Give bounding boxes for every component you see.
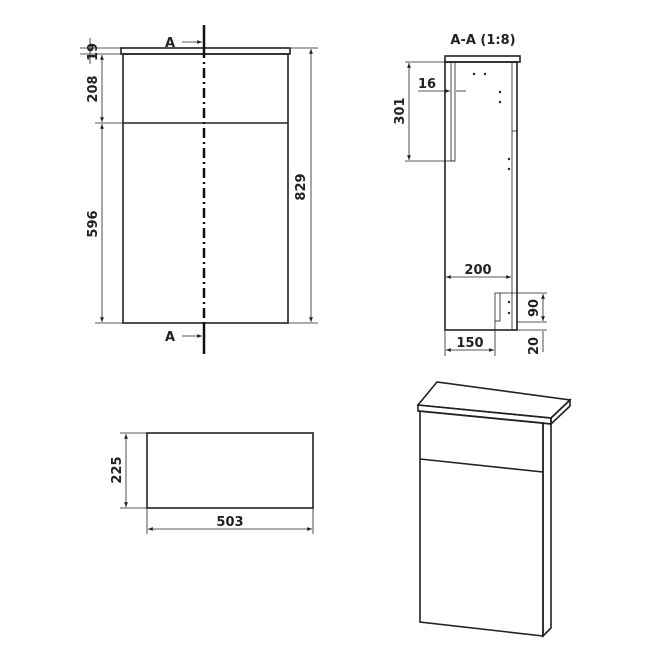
cabinet-body bbox=[122, 53, 289, 324]
section-view: A-A (1:8) 301 16 200 150 90 20 bbox=[393, 33, 547, 356]
dim-225: 225 bbox=[110, 456, 125, 483]
iso-worktop-side bbox=[550, 398, 571, 426]
iso-side bbox=[542, 422, 552, 638]
dim-829: 829 bbox=[294, 173, 309, 200]
section-worktop bbox=[444, 55, 521, 63]
isometric-view bbox=[416, 381, 572, 638]
plan-view: 225 503 bbox=[110, 432, 314, 534]
section-title: A-A (1:8) bbox=[450, 33, 515, 48]
bracket bbox=[494, 292, 501, 322]
dim-503: 503 bbox=[216, 515, 243, 530]
dim-90: 90 bbox=[527, 299, 542, 317]
iso-front bbox=[419, 410, 544, 637]
worktop bbox=[120, 47, 291, 55]
iso-drawer-line bbox=[419, 458, 544, 473]
dim-19: 19 bbox=[86, 43, 101, 61]
dim-16: 16 bbox=[418, 77, 436, 92]
dim-596: 596 bbox=[86, 210, 101, 237]
front-view: A A 19 208 596 829 bbox=[80, 25, 318, 354]
fixing-holes bbox=[472, 72, 511, 315]
upper-panel bbox=[450, 61, 456, 162]
section-marker-top: A bbox=[165, 36, 175, 51]
section-body bbox=[444, 61, 518, 331]
dim-150: 150 bbox=[456, 336, 483, 351]
dim-208: 208 bbox=[86, 75, 101, 102]
dim-200: 200 bbox=[464, 263, 491, 278]
back-panel bbox=[511, 61, 518, 331]
dim-301: 301 bbox=[393, 97, 408, 124]
section-marker-bottom: A bbox=[165, 330, 175, 345]
dim-20: 20 bbox=[527, 337, 542, 355]
plan-outline bbox=[146, 432, 314, 509]
